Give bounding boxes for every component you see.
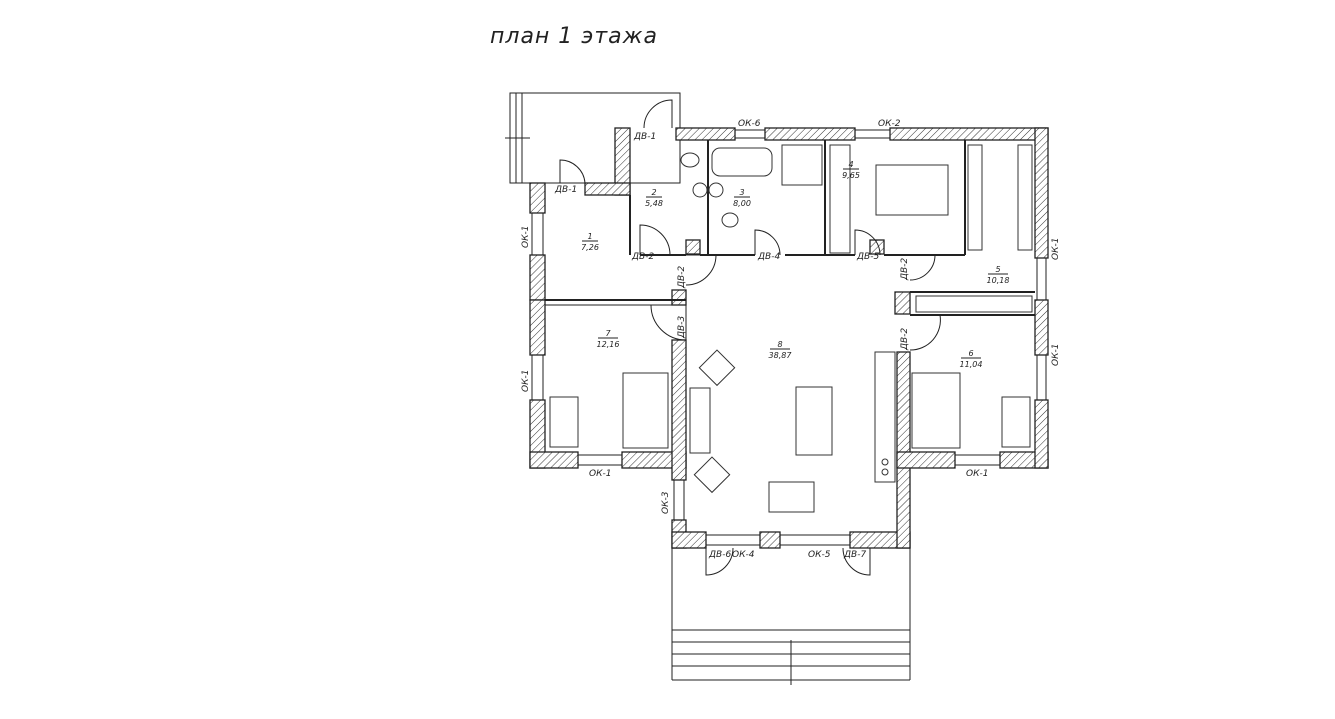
armchair [698, 349, 736, 387]
door-label: ДВ-4 [757, 252, 780, 262]
door-label: ДВ-3 [677, 316, 687, 339]
door-label: ДВ-5 [856, 252, 879, 262]
room-8-number: 8 [777, 340, 782, 349]
room-8-area: 38,87 [769, 351, 793, 360]
room-labels: 1 7,26 2 5,48 3 8,00 4 9,65 5 10,18 6 11… [581, 160, 1009, 369]
exterior-walls [529, 127, 1049, 549]
terrace-bottom [671, 548, 911, 685]
room-3-number: 3 [739, 188, 744, 197]
door-label: ДВ-7 [843, 550, 866, 560]
door-label: ДВ-2 [900, 258, 910, 281]
room-5-area: 10,18 [987, 276, 1010, 285]
toilet [721, 212, 739, 228]
room-7-area: 12,16 [597, 340, 620, 349]
tv-stand [795, 386, 833, 456]
room-2-area: 5,48 [645, 199, 663, 208]
room-1-area: 7,26 [581, 243, 599, 252]
window-label: ОК-1 [966, 469, 988, 479]
room-5-number: 5 [995, 265, 1000, 274]
furniture [549, 144, 1033, 513]
wardrobe [829, 144, 851, 254]
desk [549, 396, 579, 448]
window-label: ОК-2 [878, 119, 901, 129]
doors [559, 99, 941, 576]
room-4-number: 4 [848, 160, 853, 169]
toilet [680, 152, 700, 168]
door-label: ДВ-2 [900, 328, 910, 351]
window-label: ОК-1 [521, 370, 531, 392]
wardrobe [915, 295, 1033, 313]
bed [875, 164, 949, 216]
room-1-number: 1 [587, 232, 592, 241]
door-label: ДВ-6 [708, 550, 731, 560]
window-label: ОК-1 [1051, 344, 1061, 366]
armchair [693, 456, 731, 494]
room-4-area: 9,65 [842, 171, 860, 180]
kitchen-counter [874, 351, 896, 483]
door-label: ДВ-2 [631, 252, 654, 262]
room-6-number: 6 [968, 349, 973, 358]
window-label: ОК-1 [1051, 238, 1061, 260]
window-label: ОК-1 [521, 226, 531, 248]
window-label: ОК-1 [589, 469, 611, 479]
window-label: ОК-3 [661, 491, 671, 514]
door-label: ДВ-1 [554, 185, 577, 195]
shower [781, 144, 823, 186]
desk [1001, 396, 1031, 448]
dining-table [768, 481, 815, 513]
room-2-number: 2 [651, 188, 656, 197]
bed [622, 372, 669, 449]
bathtub [711, 147, 773, 177]
room-3-area: 8,00 [733, 199, 751, 208]
windows [531, 129, 1047, 546]
sofa [689, 387, 711, 454]
bed [911, 372, 961, 449]
door-label: ДВ-2 [677, 266, 687, 289]
room-6-area: 11,04 [960, 360, 983, 369]
window-label: ОК-4 [732, 550, 755, 560]
door-label: ДВ-1 [633, 132, 656, 142]
opening-labels: ОК-6 ОК-2 ОК-1 ОК-1 ОК-1 ОК-1 ОК-1 ОК-1 … [521, 119, 1061, 560]
window-label: ОК-5 [808, 550, 831, 560]
plan-title: план 1 этажа [490, 24, 658, 49]
window-label: ОК-6 [738, 119, 761, 129]
room-7-number: 7 [605, 329, 611, 338]
